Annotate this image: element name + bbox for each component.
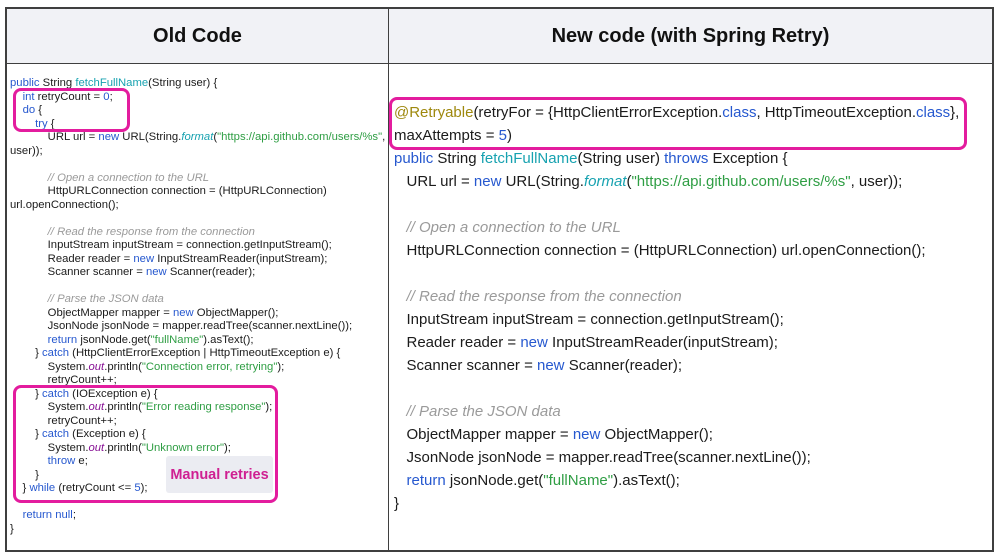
code-line: // Read the response from the connection <box>10 225 255 238</box>
code-line: try { <box>35 117 55 130</box>
new-code-block: @Retryable(retryFor = {HttpClientErrorEx… <box>389 64 992 515</box>
code-line: // Read the response from the connection <box>394 288 682 305</box>
code-line: retryCount++; <box>10 374 117 386</box>
code-line: InputStream inputStream = connection.get… <box>394 311 784 328</box>
code-line: ObjectMapper mapper = new ObjectMapper()… <box>394 426 713 443</box>
code-line <box>394 262 992 285</box>
code-line: throw e; <box>47 455 88 467</box>
code-line <box>10 158 388 172</box>
code-line: Scanner scanner = new Scanner(reader); <box>10 266 256 278</box>
code-line: Reader reader = new InputStreamReader(in… <box>394 334 778 351</box>
old-code-block: public String fetchFullName(String user)… <box>7 64 388 536</box>
code-line: return jsonNode.get("fullName").asText()… <box>406 472 680 489</box>
table-body-row: public String fetchFullName(String user)… <box>7 64 992 551</box>
code-line: Reader reader = new InputStreamReader(in… <box>10 252 328 265</box>
code-line <box>10 212 388 226</box>
code-line: ObjectMapper mapper = new ObjectMapper()… <box>10 306 279 319</box>
code-line <box>10 280 388 294</box>
code-line: maxAttempts = 5) <box>394 127 512 144</box>
code-line: int retryCount = 0; <box>22 90 113 103</box>
manual-retries-badge: Manual retries <box>166 456 273 493</box>
code-line: Scanner scanner = new Scanner(reader); <box>394 357 683 374</box>
code-line <box>394 377 992 400</box>
code-line: return jsonNode.get("fullName").asText()… <box>47 333 254 346</box>
old-code-column: public String fetchFullName(String user)… <box>7 64 389 551</box>
code-line: public String fetchFullName(String user)… <box>10 77 218 89</box>
code-comparison-table: Old Code New code (with Spring Retry) pu… <box>5 7 994 552</box>
code-line: HttpURLConnection connection = (HttpURLC… <box>394 242 926 259</box>
code-line: // Parse the JSON data <box>394 403 561 420</box>
code-line: System.out.println("Unknown error"); <box>10 441 231 454</box>
code-line: } <box>10 522 14 535</box>
new-code-column: @Retryable(retryFor = {HttpClientErrorEx… <box>389 64 992 551</box>
code-line: user)); <box>10 144 43 157</box>
code-line: System.out.println("Connection error, re… <box>10 360 285 373</box>
code-line: } <box>10 468 39 481</box>
code-line: URL url = new URL(String.format("https:/… <box>10 131 386 143</box>
code-line: return null; <box>22 509 76 521</box>
code-line <box>394 193 992 216</box>
code-line: } <box>394 495 400 512</box>
old-code-header: Old Code <box>7 9 389 63</box>
code-line: // Open a connection to the URL <box>394 219 621 236</box>
code-line: URL url = new URL(String.format("https:/… <box>394 173 903 190</box>
code-line: } catch (IOException e) { <box>10 387 158 400</box>
code-line: JsonNode jsonNode = mapper.readTree(scan… <box>10 320 353 332</box>
code-line: // Open a connection to the URL <box>10 171 210 184</box>
code-line: } while (retryCount <= 5); <box>10 482 148 494</box>
code-line: @Retryable(retryFor = {HttpClientErrorEx… <box>394 104 960 121</box>
code-line: do { <box>22 104 43 116</box>
table-header-row: Old Code New code (with Spring Retry) <box>7 9 992 64</box>
new-code-header: New code (with Spring Retry) <box>551 24 830 47</box>
code-line: } catch (HttpClientErrorException | Http… <box>10 347 341 359</box>
code-line: retryCount++; <box>10 414 117 427</box>
code-line: InputStream inputStream = connection.get… <box>10 239 332 251</box>
code-line: url.openConnection(); <box>10 198 119 211</box>
code-line: System.out.println("Error reading respon… <box>10 401 273 413</box>
code-line: } catch (Exception e) { <box>10 428 146 440</box>
code-line <box>10 496 388 510</box>
code-line: JsonNode jsonNode = mapper.readTree(scan… <box>394 449 811 466</box>
code-line: // Parse the JSON data <box>10 293 164 305</box>
code-line: public String fetchFullName(String user)… <box>394 150 788 167</box>
code-line: HttpURLConnection connection = (HttpURLC… <box>10 185 327 197</box>
